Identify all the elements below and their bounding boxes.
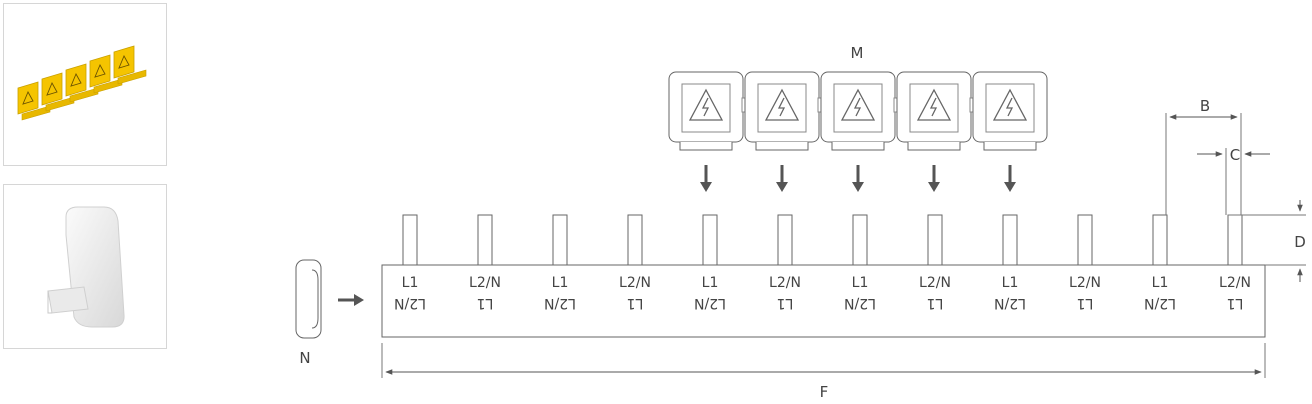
down-arrow-icon bbox=[776, 165, 788, 192]
dimension-f bbox=[381, 343, 1266, 378]
pin-label-bottom: L2/N bbox=[544, 295, 576, 311]
terminal-cover bbox=[972, 71, 1048, 151]
high-voltage-warning-icon bbox=[840, 88, 876, 121]
pin-label-bottom: L1 bbox=[1227, 295, 1244, 311]
label-b: B bbox=[1200, 97, 1210, 115]
busbar-pin: L2/N L1 bbox=[1069, 214, 1101, 311]
high-voltage-warning-icon bbox=[764, 88, 800, 121]
down-arrow-icon bbox=[700, 165, 712, 192]
pin-label-top: L1 bbox=[852, 275, 869, 291]
label-m: M bbox=[851, 44, 864, 62]
terminal-cover bbox=[744, 71, 824, 151]
high-voltage-warning-icon bbox=[916, 88, 952, 121]
pin-label-top: L2/N bbox=[769, 275, 801, 291]
end-cap-arrow bbox=[338, 294, 364, 306]
dimension-d bbox=[1228, 200, 1306, 282]
yellow-cover bbox=[113, 45, 147, 85]
pin-label-top: L1 bbox=[402, 275, 419, 291]
thumbnail-yellow-covers bbox=[3, 3, 167, 166]
pin-label-bottom: L2/N bbox=[844, 295, 876, 311]
terminal-cover bbox=[896, 71, 976, 151]
end-cap-n bbox=[295, 259, 322, 339]
pin-label-top: L1 bbox=[702, 275, 719, 291]
busbar-body bbox=[381, 264, 1266, 338]
pin-label-top: L1 bbox=[1002, 275, 1019, 291]
pin-label-bottom: L1 bbox=[777, 295, 794, 311]
pin-label-top: L2/N bbox=[469, 275, 501, 291]
high-voltage-warning-icon bbox=[992, 88, 1028, 121]
pin-label-bottom: L1 bbox=[477, 295, 494, 311]
label-f: F bbox=[820, 383, 829, 401]
yellow-cover bbox=[41, 72, 75, 112]
busbar-pin: L2/N L1 bbox=[769, 214, 801, 311]
down-arrow-icon bbox=[1004, 165, 1016, 192]
white-end-cap-image bbox=[47, 206, 125, 328]
down-arrows bbox=[700, 165, 1016, 192]
down-arrow-icon bbox=[928, 165, 940, 192]
thumbnail-white-end-cap bbox=[3, 184, 167, 349]
terminal-cover bbox=[668, 71, 748, 151]
pin-label-top: L2/N bbox=[619, 275, 651, 291]
busbar-pins: L1L2/NL2/NL1L1L2/NL2/NL1L1L2/NL2/NL1L1L2… bbox=[394, 214, 1251, 311]
terminal-cover bbox=[820, 71, 900, 151]
terminal-covers-row bbox=[668, 71, 1048, 151]
high-voltage-warning-icon bbox=[688, 88, 724, 121]
label-c: C bbox=[1230, 146, 1240, 164]
pin-label-bottom: L2/N bbox=[1144, 295, 1176, 311]
yellow-cover bbox=[89, 54, 123, 94]
busbar-pin: L2/N L1 bbox=[919, 214, 951, 311]
pin-label-bottom: L2/N bbox=[994, 295, 1026, 311]
pin-label-bottom: L2/N bbox=[694, 295, 726, 311]
yellow-cover bbox=[65, 63, 99, 103]
busbar-pin: L2/N L1 bbox=[469, 214, 501, 311]
pin-label-bottom: L1 bbox=[1077, 295, 1094, 311]
label-n: N bbox=[299, 349, 310, 367]
pin-label-bottom: L1 bbox=[927, 295, 944, 311]
pin-label-bottom: L2/N bbox=[394, 295, 426, 311]
yellow-terminal-covers-image bbox=[17, 45, 147, 121]
down-arrow-icon bbox=[852, 165, 864, 192]
pin-label-top: L2/N bbox=[1219, 275, 1251, 291]
pin-label-top: L1 bbox=[552, 275, 569, 291]
pin-label-top: L2/N bbox=[919, 275, 951, 291]
busbar-pin: L2/N L1 bbox=[1219, 214, 1251, 311]
busbar-pin: L2/N L1 bbox=[619, 214, 651, 311]
dimension-c bbox=[1197, 148, 1270, 215]
pin-label-bottom: L1 bbox=[627, 295, 644, 311]
dimension-b bbox=[1165, 113, 1242, 215]
pin-label-top: L2/N bbox=[1069, 275, 1101, 291]
pin-label-top: L1 bbox=[1152, 275, 1169, 291]
label-d: D bbox=[1294, 233, 1306, 251]
yellow-cover bbox=[17, 81, 51, 121]
